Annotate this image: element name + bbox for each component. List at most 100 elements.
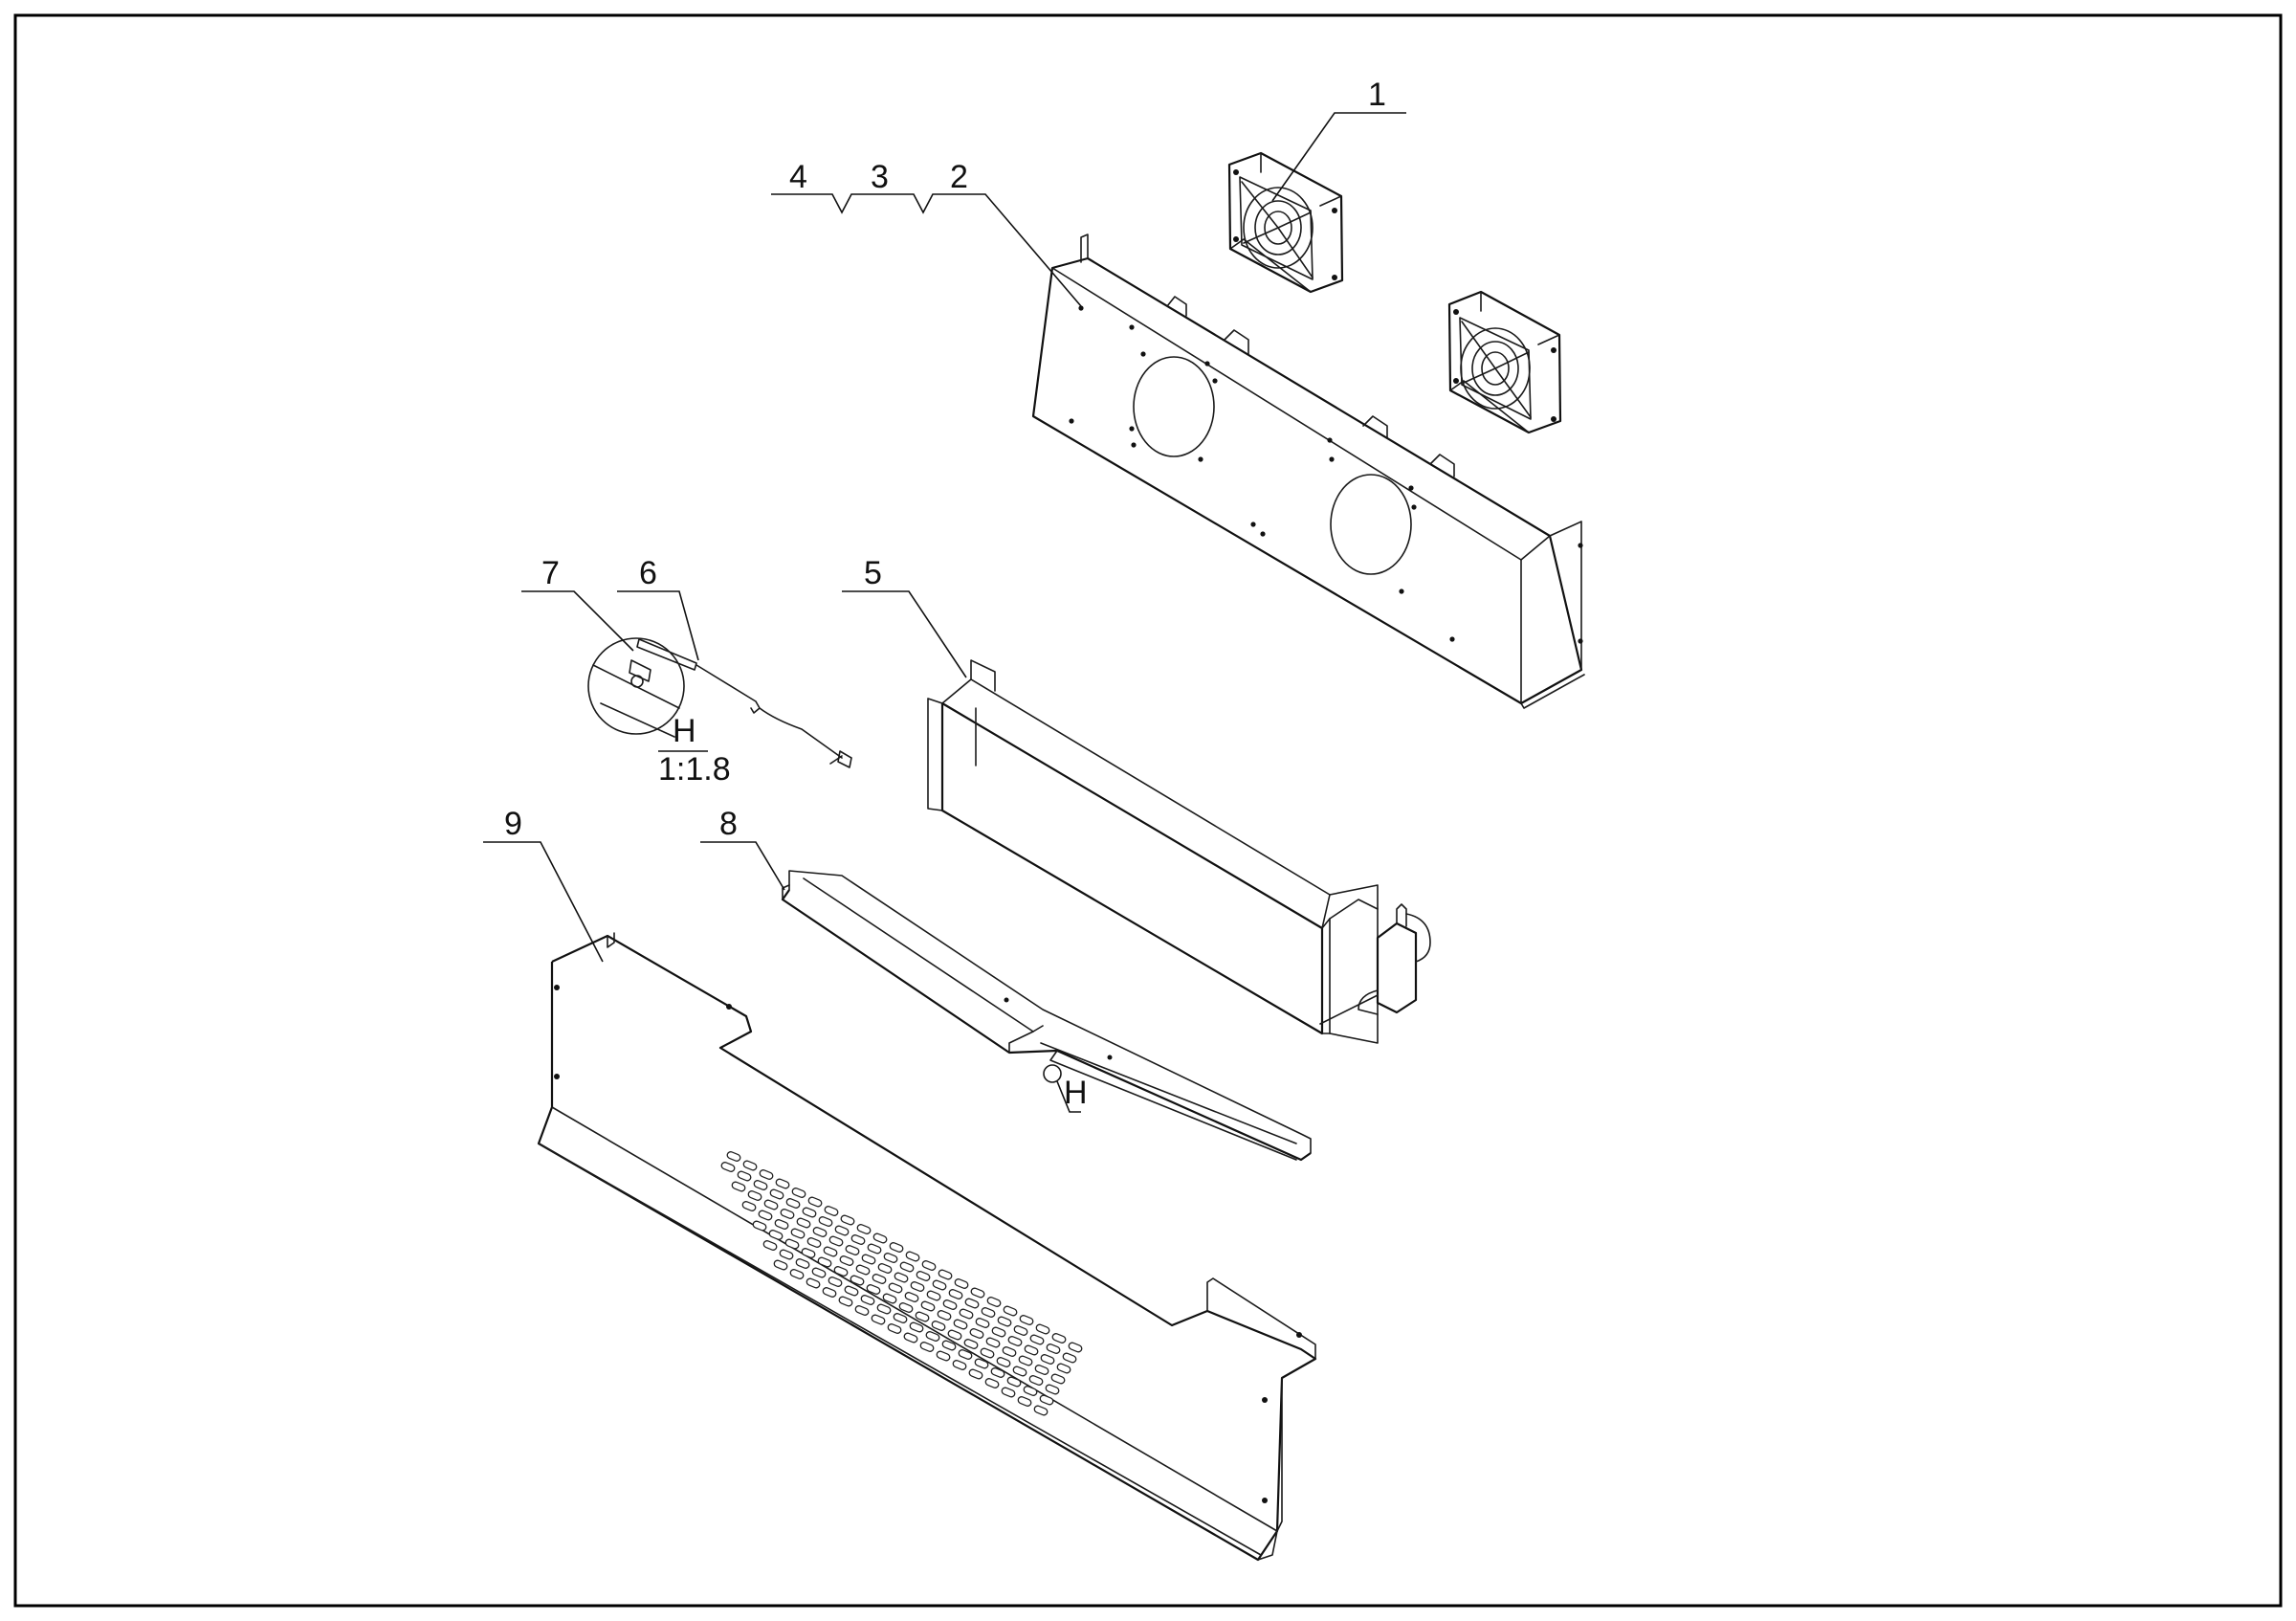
vent-slot — [1017, 1396, 1032, 1407]
vent-slot — [833, 1266, 849, 1277]
vent-slot — [762, 1240, 778, 1251]
vent-slot — [894, 1272, 909, 1283]
vent-slot — [1013, 1325, 1028, 1336]
vent-slot — [850, 1275, 865, 1286]
vent-slot — [812, 1227, 828, 1237]
vent-slot — [941, 1340, 957, 1351]
vent-slot — [861, 1254, 876, 1265]
vent-slot — [731, 1181, 746, 1192]
vent-slot — [838, 1296, 853, 1307]
vent-slot — [909, 1321, 924, 1333]
vent-slot — [964, 1298, 980, 1309]
temperature-sensor-cable — [636, 638, 852, 768]
vent-slot — [806, 1277, 821, 1289]
vent-slot — [1040, 1354, 1055, 1365]
vent-slot — [920, 1300, 936, 1312]
vent-slot — [882, 1293, 897, 1304]
vent-slot — [959, 1308, 974, 1320]
vent-slot — [877, 1263, 893, 1274]
vent-slot — [1050, 1373, 1066, 1385]
vent-slot — [958, 1349, 973, 1360]
vent-slot — [737, 1170, 752, 1182]
vent-slot — [980, 1347, 995, 1359]
fan-upper — [1227, 151, 1344, 294]
vent-slot — [773, 1259, 788, 1271]
vent-slot — [872, 1232, 888, 1244]
vent-slot — [775, 1178, 790, 1189]
vent-slot — [876, 1303, 892, 1315]
vent-slot — [763, 1199, 779, 1210]
vent-slot — [981, 1307, 996, 1318]
vent-slot — [871, 1314, 886, 1325]
vent-slot — [1023, 1386, 1038, 1396]
fan-lower — [1447, 290, 1562, 434]
vent-slot — [802, 1207, 817, 1218]
vent-slot — [780, 1209, 795, 1219]
vent-slot — [936, 1350, 951, 1362]
fan-mounting-panel — [1031, 233, 1585, 709]
vent-slot — [968, 1368, 983, 1380]
vent-slot — [850, 1234, 866, 1245]
detail-view-name: H — [673, 713, 696, 749]
vent-slot — [872, 1274, 887, 1284]
heat-exchanger — [927, 659, 1431, 1044]
vent-slot — [1029, 1334, 1045, 1345]
vent-slot — [779, 1249, 794, 1260]
vent-slot — [1003, 1305, 1018, 1317]
vent-slot — [1051, 1333, 1067, 1343]
drawing-border — [13, 13, 2283, 1608]
vent-slot — [916, 1271, 931, 1281]
vent-slot — [1007, 1336, 1023, 1346]
vent-slot — [963, 1339, 979, 1349]
ventilation-slot-array — [720, 1151, 1083, 1416]
vent-slot — [818, 1216, 833, 1227]
vent-slot — [921, 1260, 937, 1271]
vent-slot — [953, 1319, 968, 1330]
vent-slot — [986, 1297, 1002, 1307]
vent-slot — [952, 1360, 967, 1370]
vent-slot — [817, 1256, 832, 1268]
vent-slot — [867, 1243, 882, 1255]
vent-slot — [854, 1305, 870, 1316]
vent-slot — [905, 1251, 920, 1262]
vent-slot — [938, 1269, 953, 1280]
vent-slot — [932, 1279, 947, 1291]
detail-view-scale: 1:1.8 — [658, 751, 731, 788]
vent-slot — [822, 1287, 837, 1298]
vent-slot — [742, 1160, 758, 1171]
vent-slot — [806, 1237, 822, 1248]
callout-label-6: 6 — [639, 555, 657, 591]
drip-tray — [781, 870, 1312, 1162]
callout-label-8: 8 — [719, 806, 738, 842]
vent-slot — [925, 1331, 940, 1342]
vent-slot — [824, 1206, 839, 1216]
vent-slot — [889, 1242, 904, 1253]
callout-label-1: 1 — [1368, 77, 1386, 113]
vent-slot — [942, 1299, 958, 1310]
vent-slot — [990, 1367, 1005, 1378]
vent-slot — [823, 1246, 838, 1257]
vent-slot — [969, 1328, 984, 1339]
callout-label-9: 9 — [504, 806, 522, 842]
vent-slot — [801, 1248, 816, 1258]
vent-slot — [903, 1332, 918, 1343]
vent-slot — [790, 1228, 806, 1239]
vent-slot — [1039, 1394, 1054, 1406]
vent-slot — [796, 1217, 811, 1229]
vent-slot — [974, 1358, 989, 1369]
vent-slot — [789, 1269, 805, 1279]
vent-slot — [910, 1281, 925, 1292]
vent-slot — [984, 1378, 1000, 1388]
vent-slot — [1034, 1365, 1049, 1375]
vent-slot — [904, 1292, 919, 1302]
vent-slot — [1001, 1387, 1016, 1398]
vent-slot — [795, 1258, 810, 1269]
vent-slot — [1045, 1384, 1060, 1395]
vent-slot — [887, 1323, 902, 1334]
vent-slot — [1068, 1342, 1083, 1353]
vent-slot — [1006, 1376, 1022, 1388]
vent-slot — [893, 1313, 908, 1323]
vent-slot — [888, 1282, 903, 1294]
vent-slot — [937, 1310, 952, 1321]
